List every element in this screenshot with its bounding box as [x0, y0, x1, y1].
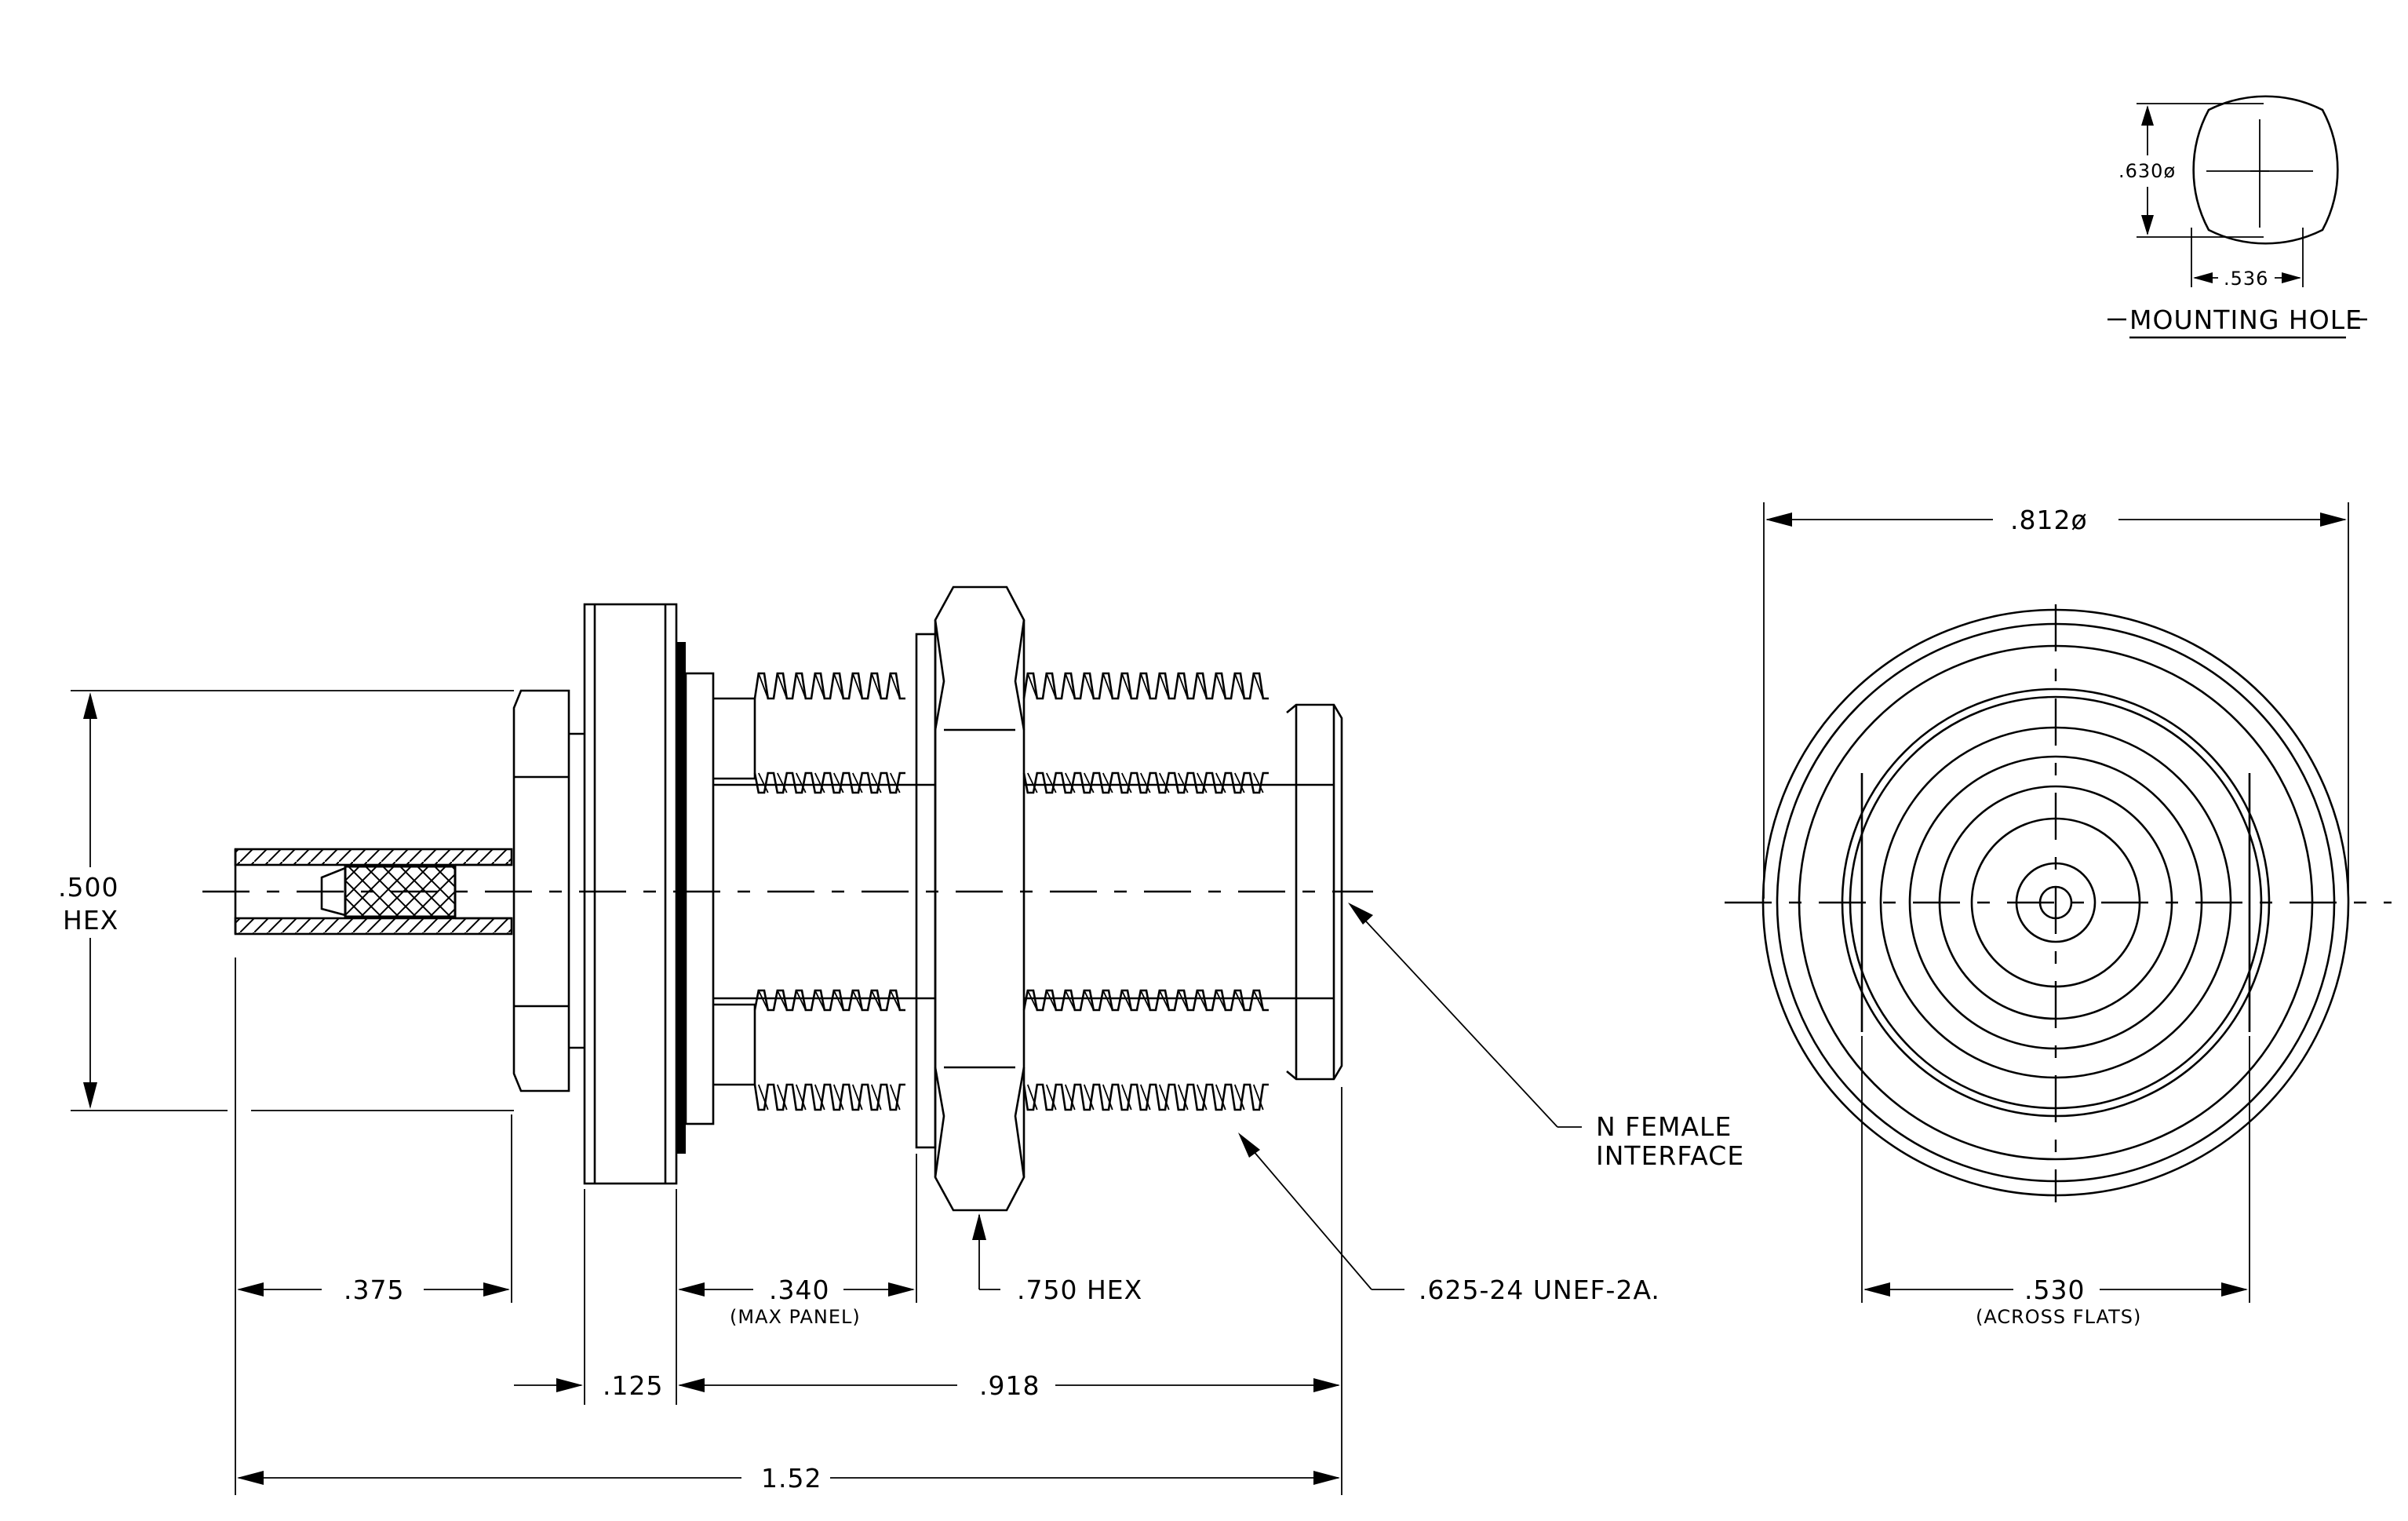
front-view-rings [1761, 608, 2350, 1197]
callout-interface: N FEMALE INTERFACE [1348, 903, 1744, 1171]
mounting-hole-detail: .630ø .536 MOUNTING HOLE [2107, 95, 2367, 339]
front-view: .812ø .530 (ACROSS FLATS) [1725, 502, 2392, 1328]
mounting-hole-outline [2192, 95, 2339, 245]
rear-hex-nut [512, 689, 585, 1092]
callout-thread: .625-24 UNEF-2A. [1238, 1133, 1660, 1305]
n-female-interface-end [1024, 703, 1343, 1081]
dim-530-flats: .530 (ACROSS FLATS) [1861, 1036, 2250, 1328]
threaded-body [753, 672, 1269, 1111]
dim-125-label: .125 [603, 1370, 663, 1401]
dim-500-hex: .500 HEX [58, 690, 514, 1111]
dim-918-label: .918 [979, 1370, 1040, 1401]
front-diameter-label: .812ø [2010, 505, 2088, 535]
body-shoulder [684, 672, 935, 1125]
callout-interface-line1: N FEMALE [1596, 1111, 1732, 1142]
dim-812-diameter: .812ø [1763, 502, 2349, 899]
thread-bottom-right [1022, 1083, 1269, 1111]
dim-125: .125 [514, 1370, 663, 1401]
dim-750-hex-label: .750 HEX [1017, 1275, 1142, 1305]
thread-top-right [1022, 672, 1269, 700]
panel-gasket [676, 642, 686, 1154]
crimp-ferrule [234, 848, 513, 936]
hex-500-unit: HEX [63, 905, 118, 936]
callout-interface-line2: INTERFACE [1596, 1140, 1744, 1171]
body-flange [583, 603, 678, 1185]
front-hex-nut [934, 585, 1025, 1212]
dim-375-label: .375 [344, 1275, 404, 1305]
dim-918: .918 [678, 1370, 1340, 1401]
thread-bottom-left-root [753, 989, 905, 1012]
mounting-hole-diameter-label: .630ø [2118, 160, 2176, 182]
callout-thread-label: .625-24 UNEF-2A. [1419, 1275, 1660, 1305]
thread-bottom-left [753, 1083, 905, 1111]
mounting-hole-title: MOUNTING HOLE [2129, 305, 2362, 335]
hex-500-value: .500 [58, 872, 118, 903]
dim-340: .340 (MAX PANEL) [678, 1275, 915, 1328]
thread-bottom-right-root [1022, 989, 1269, 1012]
side-view: .500 HEX .375 .340 (MAX PANEL) [58, 585, 1744, 1495]
thread-top-left-root [753, 771, 905, 794]
dim-152: 1.52 [237, 1463, 1340, 1494]
thread-top-left [753, 672, 905, 700]
front-flats-label: .530 [2024, 1275, 2085, 1305]
dim-375: .375 [237, 1275, 510, 1305]
dim-340-label: .340 [769, 1275, 829, 1305]
center-contact-knurl [320, 865, 457, 918]
dim-750-hex: .750 HEX [972, 1213, 1142, 1305]
thread-top-right-root [1022, 771, 1269, 794]
mounting-hole-flats-label: .536 [2224, 268, 2268, 290]
dim-152-label: 1.52 [761, 1463, 821, 1494]
front-flats-note: (ACROSS FLATS) [1976, 1306, 2141, 1328]
dim-340-note: (MAX PANEL) [730, 1306, 861, 1328]
